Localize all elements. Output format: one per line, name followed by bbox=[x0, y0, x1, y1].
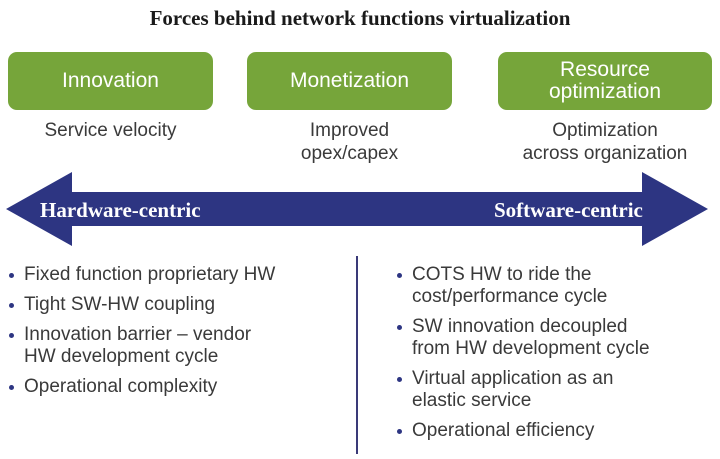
list-item: SW innovation decoupled from HW developm… bbox=[396, 316, 716, 360]
bullet-icon bbox=[397, 273, 402, 278]
force-caption-innovation: Service velocity bbox=[44, 120, 177, 141]
list-item: COTS HW to ride the cost/performance cyc… bbox=[396, 264, 716, 308]
force-box-monetization: Monetization bbox=[247, 52, 452, 110]
double-arrow-shape bbox=[6, 172, 708, 246]
bullet-icon bbox=[9, 385, 14, 390]
force-label-resource-optimization: Resource optimization bbox=[548, 58, 662, 103]
bullet-icon bbox=[397, 377, 402, 382]
bullet-icon bbox=[9, 273, 14, 278]
list-item: Virtual application as an elastic servic… bbox=[396, 368, 716, 412]
bullet-icon bbox=[9, 333, 14, 338]
hardware-centric-list: Fixed function proprietary HW Tight SW-H… bbox=[8, 264, 348, 406]
double-arrow bbox=[6, 172, 708, 246]
list-item: Operational complexity bbox=[8, 376, 348, 398]
hardware-centric-label: Hardware-centric bbox=[40, 198, 201, 222]
software-centric-list: COTS HW to ride the cost/performance cyc… bbox=[396, 264, 716, 450]
list-item: Fixed function proprietary HW bbox=[8, 264, 348, 286]
bullet-icon bbox=[9, 303, 14, 308]
force-caption-monetization: Improved opex/capex bbox=[300, 120, 399, 164]
bullet-icon bbox=[397, 325, 402, 330]
bullet-icon bbox=[397, 429, 402, 434]
software-centric-label: Software-centric bbox=[494, 198, 643, 222]
force-caption-resource-optimization: Optimization across organization bbox=[522, 120, 688, 164]
force-label-monetization: Monetization bbox=[289, 69, 410, 92]
list-item: Innovation barrier – vendor HW developme… bbox=[8, 324, 348, 368]
list-item: Tight SW-HW coupling bbox=[8, 294, 348, 316]
force-box-innovation: Innovation bbox=[8, 52, 213, 110]
force-box-resource-optimization: Resource optimization bbox=[498, 52, 712, 110]
column-divider bbox=[356, 256, 358, 454]
list-item: Operational efficiency bbox=[396, 420, 716, 442]
diagram-title: Forces behind network functions virtuali… bbox=[149, 6, 571, 30]
force-label-innovation: Innovation bbox=[62, 69, 159, 92]
